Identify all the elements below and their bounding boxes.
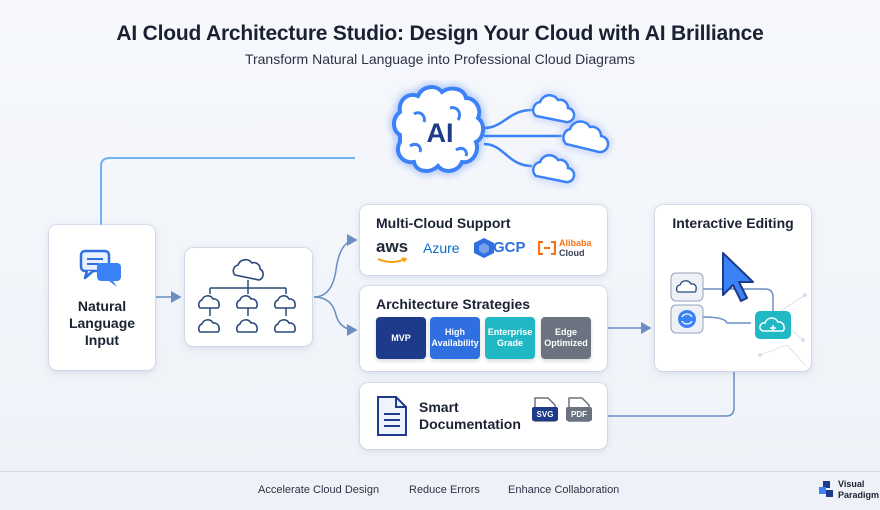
gcp-logo: GCP	[493, 239, 526, 256]
arrow-to-multicloud	[313, 234, 358, 298]
azure-logo: Azure	[423, 240, 460, 256]
visual-paradigm-logo-icon	[819, 481, 833, 497]
editing-canvas[interactable]	[655, 205, 811, 371]
input-card-label: Natural Language Input	[49, 298, 155, 349]
alibaba-line-2: Cloud	[559, 248, 585, 258]
footer-item-accelerate: Accelerate Cloud Design	[258, 484, 380, 496]
documentation-title: Smart Documentation	[419, 399, 521, 433]
brand-line-2: Paradigm	[838, 490, 880, 500]
strategy-label-2: Optimized	[544, 338, 588, 348]
brain-link-1	[483, 108, 533, 130]
alibaba-cloud-logo: Alibaba Cloud	[559, 238, 592, 258]
multi-cloud-title: Multi-Cloud Support	[376, 215, 511, 231]
cloud-add-node	[755, 311, 791, 339]
footer-divider	[0, 471, 880, 472]
cloud-icon-2	[562, 120, 610, 154]
line-input-to-ai	[100, 157, 355, 225]
footer-item-reduce-errors: Reduce Errors	[409, 484, 480, 496]
ai-label: AI	[427, 118, 454, 148]
strategy-mvp-button[interactable]: MVP	[376, 317, 426, 359]
alibaba-line-1: Alibaba	[559, 238, 592, 248]
multi-cloud-support-card[interactable]: Multi-Cloud Support aws Azure GCP Alibab…	[360, 205, 607, 275]
cloud-icon-3	[531, 153, 576, 184]
cloud-hierarchy-card[interactable]	[185, 248, 312, 346]
interactive-editing-card[interactable]: Interactive Editing	[655, 205, 811, 371]
strategies-title: Architecture Strategies	[376, 296, 531, 312]
alibaba-cloud-icon	[538, 241, 556, 255]
pdf-format-badge[interactable]: PDF	[566, 407, 592, 421]
arrow-to-strategies	[313, 296, 358, 336]
page-subtitle: Transform Natural Language into Professi…	[244, 51, 636, 67]
strategy-label-2: Grade	[496, 338, 523, 348]
strategy-label: MVP	[391, 332, 411, 343]
editing-title: Interactive Editing	[672, 215, 794, 231]
strategy-label: High	[445, 327, 465, 337]
input-label-line-3: Input	[84, 332, 120, 348]
brain-icon	[392, 85, 485, 173]
documentation-title-line-1: Smart	[419, 399, 459, 415]
natural-language-input-card[interactable]: Natural Language Input	[49, 225, 155, 370]
line-docs-to-editing	[608, 372, 735, 417]
strategy-label: Edge	[554, 327, 577, 337]
page-title: AI Cloud Architecture Studio: Design You…	[116, 22, 764, 45]
smart-documentation-card[interactable]: Smart Documentation SVG PDF	[360, 383, 607, 449]
aws-smile-icon	[377, 257, 408, 263]
gcp-hexagon-icon	[474, 238, 494, 258]
cloud-icon-1	[531, 93, 576, 124]
chat-bubbles-icon	[79, 249, 121, 287]
cloud-node-1	[670, 272, 704, 302]
brand-line-1: Visual	[838, 479, 865, 489]
footer-item-collaboration: Enhance Collaboration	[508, 484, 620, 496]
document-icon	[377, 396, 407, 436]
brain-node	[670, 304, 704, 334]
visual-paradigm-brand[interactable]: Visual Paradigm	[838, 479, 879, 501]
documentation-title-line-2: Documentation	[419, 416, 521, 432]
svg-format-badge[interactable]: SVG	[532, 407, 558, 421]
strategy-label: Enterprise	[487, 327, 533, 337]
brain-link-3	[483, 142, 533, 168]
aws-logo: aws	[376, 237, 409, 256]
ai-brain-group: AI	[392, 85, 610, 184]
cursor-icon	[722, 252, 754, 302]
cloud-hierarchy-icon	[197, 258, 296, 333]
strategy-label-2: Availability	[431, 338, 479, 348]
input-label-line-2: Language	[68, 315, 136, 331]
input-label-line-1: Natural	[77, 298, 127, 314]
